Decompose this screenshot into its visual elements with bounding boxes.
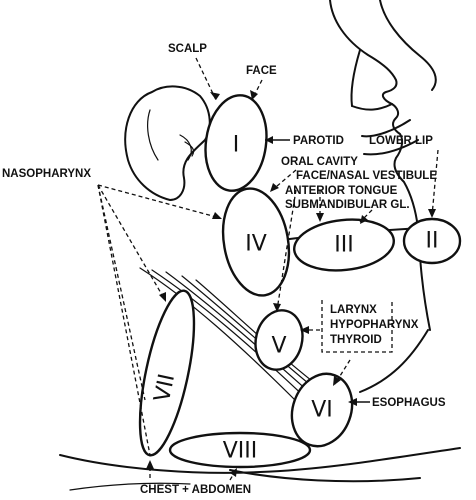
node-III-label: III [334, 233, 353, 258]
label-face-nasal-vestibule: FACE/NASAL VESTIBULE [296, 170, 437, 182]
label-lower-lip: LOWER LIP [369, 135, 433, 147]
label-esophagus: ESOPHAGUS [372, 397, 446, 409]
node-I-label: I [233, 133, 240, 158]
node-VIII-label: VIII [223, 439, 258, 464]
label-hypopharynx: HYPOPHARYNX [330, 319, 419, 331]
anatomic-labels: SCALP FACE PAROTID LOWER LIP NASOPHARYNX… [2, 43, 446, 496]
node-II-label: II [426, 229, 439, 254]
drainage-arrows [97, 57, 439, 481]
label-oral-cavity: ORAL CAVITY [281, 156, 358, 168]
node-IV: IV [221, 187, 291, 297]
node-VIII: VIII [168, 431, 312, 469]
label-nasopharynx: NASOPHARYNX [2, 168, 91, 180]
label-larynx: LARYNX [330, 304, 377, 316]
node-III: III [293, 218, 395, 272]
label-anterior-tongue: ANTERIOR TONGUE [285, 185, 398, 197]
label-submandibular-gl: SUBMANDIBULAR GL. [285, 199, 410, 211]
node-V-label: V [271, 334, 286, 359]
node-IV-label: IV [245, 232, 267, 257]
node-VII: VII [138, 289, 196, 457]
label-face: FACE [246, 65, 277, 77]
node-I: I [204, 94, 268, 192]
node-VII-label: VII [150, 372, 180, 405]
label-parotid: PAROTID [293, 135, 344, 147]
label-scalp: SCALP [168, 43, 207, 55]
node-VI-label: VI [311, 398, 333, 423]
ear-outline [124, 85, 211, 201]
label-thyroid: THYROID [330, 334, 382, 346]
node-II: II [402, 217, 462, 265]
node-VI: VI [290, 372, 354, 448]
node-V: V [254, 309, 304, 371]
label-chest-abdomen: CHEST + ABDOMEN [140, 484, 251, 496]
